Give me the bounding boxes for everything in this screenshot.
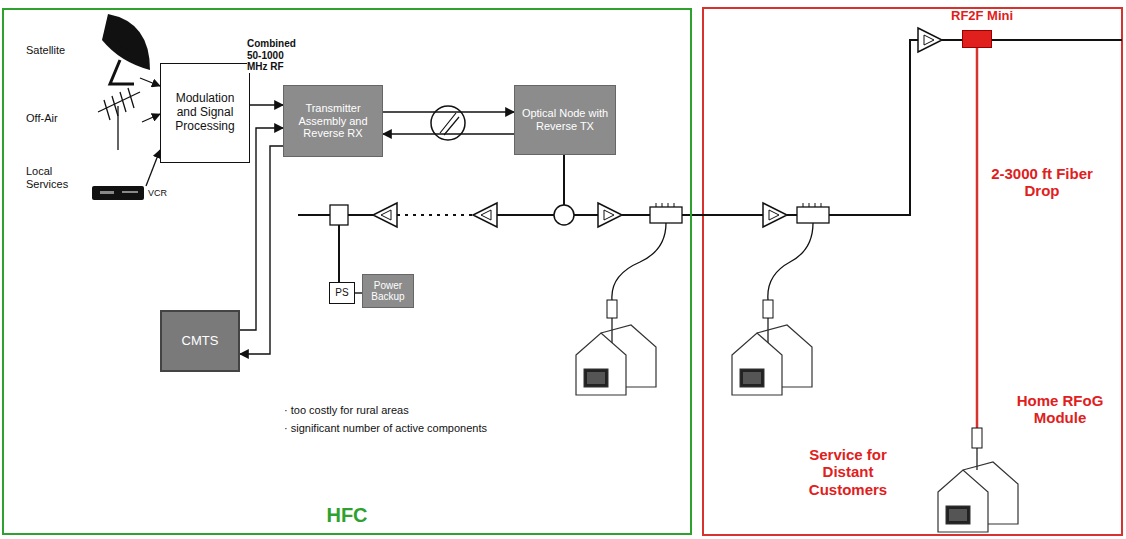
power-backup-box: Power Backup bbox=[362, 274, 414, 308]
node-label: Transmitter Assembly and Reverse RX bbox=[284, 100, 382, 142]
coax-drop bbox=[612, 223, 813, 300]
annotation-label: Home RFoG Module bbox=[1010, 392, 1110, 427]
satellite-dish bbox=[102, 14, 150, 70]
annotation-label: Local Services bbox=[26, 165, 84, 190]
transmitter-box: Transmitter Assembly and Reverse RX bbox=[283, 85, 383, 157]
hfc-region: HFC Modulation and Signal Processing Trans… bbox=[2, 8, 692, 535]
coax-drop bbox=[612, 223, 666, 300]
off-air-antenna bbox=[98, 88, 140, 150]
coax-trunk bbox=[574, 214, 598, 216]
annotation-label: VCR bbox=[148, 188, 178, 198]
node-label: RF2F Mini bbox=[951, 9, 1013, 24]
source-arrow bbox=[140, 78, 160, 86]
tap bbox=[650, 203, 682, 223]
annotation-label: · too costly for rural areas bbox=[284, 404, 544, 417]
amplifier bbox=[473, 203, 497, 227]
coax-trunk bbox=[298, 214, 330, 216]
amplifier bbox=[373, 203, 397, 227]
vcr-icon bbox=[92, 186, 144, 200]
coax-trunk bbox=[497, 214, 554, 216]
vcr-icon bbox=[100, 191, 114, 194]
fiber-coupler bbox=[440, 113, 459, 135]
rfog-region bbox=[703, 8, 1122, 535]
annotation-label: Service for Distant Customers bbox=[782, 446, 914, 498]
coax-trunk bbox=[992, 39, 1122, 41]
annotation-label: · significant number of active component… bbox=[284, 422, 584, 435]
off-air-antenna bbox=[104, 88, 134, 120]
connector bbox=[240, 146, 283, 354]
vcr-icon bbox=[92, 186, 144, 200]
edge-label: Combined 50-1000 MHz RF bbox=[247, 38, 301, 73]
coax-trunk bbox=[348, 214, 373, 216]
off-air-antenna bbox=[117, 106, 118, 150]
source-arrow bbox=[140, 78, 160, 186]
source-arrow bbox=[146, 150, 160, 186]
drop-connector bbox=[607, 300, 617, 318]
vcr-icon bbox=[122, 191, 138, 193]
drop-connector bbox=[763, 300, 773, 318]
connector bbox=[355, 292, 362, 293]
rf2f-mini-box: RF2F Mini bbox=[962, 30, 992, 48]
satellite-dish bbox=[112, 36, 132, 56]
amplifier bbox=[763, 203, 787, 227]
satellite-dish bbox=[110, 60, 134, 84]
power-supply-box: PS bbox=[329, 282, 355, 304]
coax-trunk bbox=[563, 155, 565, 205]
amplifier bbox=[918, 28, 942, 52]
fiber-coupler bbox=[431, 106, 465, 140]
fiber-drop bbox=[976, 48, 979, 428]
annotation-label: Off-Air bbox=[26, 112, 96, 125]
coax-trunk bbox=[682, 214, 763, 216]
node-label: CMTS bbox=[178, 332, 223, 351]
tap bbox=[797, 203, 829, 223]
optical-node-box: Optical Node with Reverse TX bbox=[514, 85, 616, 155]
coupler bbox=[554, 205, 574, 225]
rfog-module bbox=[972, 428, 982, 448]
house bbox=[938, 462, 1018, 532]
coax-trunk bbox=[298, 40, 1122, 282]
node-label: Modulation and Signal Processing bbox=[161, 90, 249, 135]
annotation-label: 2-3000 ft Fiber Drop bbox=[990, 165, 1094, 200]
coax-trunk bbox=[338, 225, 340, 282]
coax-drop bbox=[768, 223, 813, 300]
source-arrow bbox=[142, 114, 160, 122]
amplifier bbox=[598, 203, 622, 227]
coax-trunk bbox=[397, 214, 473, 216]
connector bbox=[383, 133, 514, 134]
connector bbox=[250, 104, 283, 105]
connector bbox=[383, 111, 514, 112]
house bbox=[576, 325, 656, 395]
satellite-dish bbox=[102, 14, 150, 84]
node-label: Optical Node with Reverse TX bbox=[515, 105, 615, 134]
node-label: Power Backup bbox=[363, 278, 413, 305]
process-box: Modulation and Signal Processing bbox=[160, 63, 250, 163]
node-label: PS bbox=[331, 285, 352, 301]
coax-trunk bbox=[829, 40, 918, 215]
fiber-coupler bbox=[431, 106, 465, 140]
node-label: HFC bbox=[4, 504, 690, 527]
annotation-label: Satellite bbox=[26, 44, 96, 57]
cmts-box: CMTS bbox=[160, 310, 240, 372]
coax-trunk bbox=[942, 39, 962, 41]
splitter-box bbox=[330, 205, 348, 225]
house bbox=[732, 325, 812, 395]
coax-trunk bbox=[622, 214, 650, 216]
